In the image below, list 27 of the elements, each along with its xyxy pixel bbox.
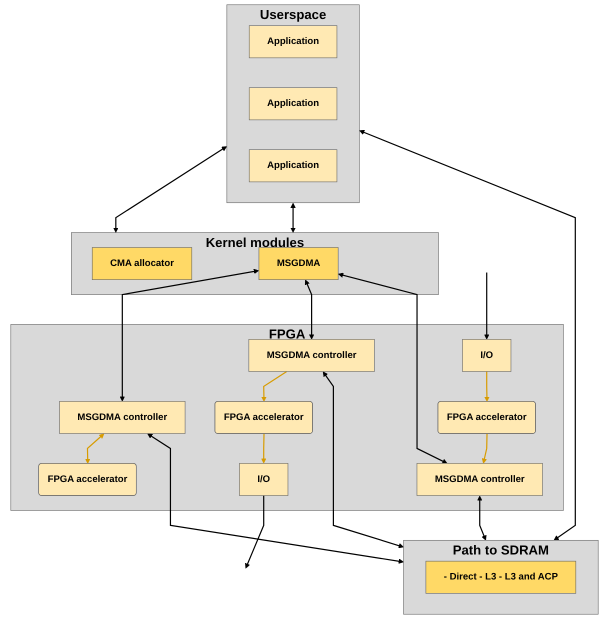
arrow (359, 130, 576, 541)
arrow (482, 434, 488, 464)
node-box: Application (248, 25, 338, 58)
arrow (147, 433, 404, 564)
node-box: I/O (239, 463, 288, 496)
arrow (322, 371, 404, 548)
arrow (120, 268, 259, 402)
arrow (304, 280, 314, 340)
arrow (261, 434, 266, 464)
node-box: I/O (462, 339, 512, 372)
arrow (484, 372, 490, 402)
node-box: MSGDMA (258, 247, 338, 280)
node-box: MSGDMA controller (248, 339, 375, 372)
arrow (245, 496, 264, 569)
arrow (484, 272, 490, 340)
node-box: MSGDMA controller (416, 463, 543, 496)
node-box: CMA allocator (92, 247, 192, 280)
arrow (113, 146, 227, 233)
arrow (338, 272, 448, 464)
arrow (85, 433, 104, 464)
node-box: - Direct - L3 - L3 and ACP (426, 560, 576, 594)
node-box: MSGDMA controller (59, 401, 186, 434)
arrow (290, 202, 296, 233)
node-box: Application (248, 149, 338, 182)
arrow (261, 371, 288, 402)
arrow (477, 496, 486, 541)
node-box: Application (248, 87, 338, 120)
